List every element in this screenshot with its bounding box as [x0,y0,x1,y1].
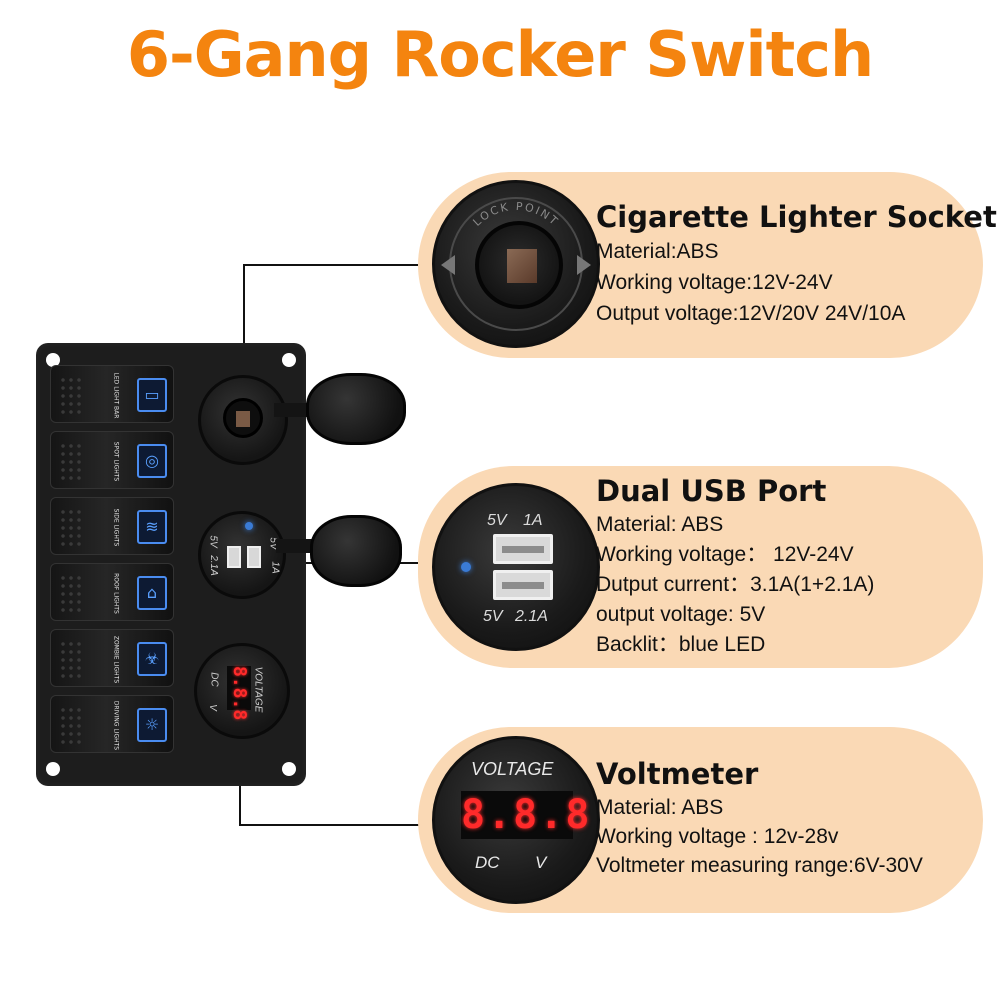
switch-grip [59,442,83,480]
roof-lights-icon: ⌂ [137,576,167,610]
usb-port-top [493,534,553,564]
rocker-switch-led-light-bar[interactable]: LED LIGHT BAR ▭ [50,365,174,423]
zombie-lights-icon: ☣ [137,642,167,676]
panel-usb-slot [247,546,261,568]
lighter-heading: Cigarette Lighter Socket [596,200,997,234]
switch-label: LED LIGHT BAR [112,372,120,418]
switch-grip [59,508,83,546]
spec-line: Working voltage： 12V-24V [596,543,854,566]
switch-label: DRIVING LIGHTS [112,700,120,750]
rocker-switch-side-lights[interactable]: SIDE LIGHTS ≋ [50,497,174,555]
switch-panel: LED LIGHT BAR ▭ SPOT LIGHTS ◎ SIDE LIGHT… [36,343,406,786]
panel-dc-label: DC [208,672,220,687]
side-lights-icon: ≋ [137,510,167,544]
connector-line-lighter-horizontal [243,264,419,266]
lighter-cap-strap [274,403,314,417]
connector-line-volt-horizontal [239,824,419,826]
v-label: V [535,853,547,872]
usb-label: 2.1A [515,608,548,625]
voltmeter-callout: VOLTAGE 8.8.8 DC V Voltmeter Material: A… [418,727,983,913]
left-arrow-icon [441,255,455,275]
right-arrow-icon [577,255,591,275]
socket-contact [507,249,537,283]
lighter-socket-closeup: LOCK POINT [432,180,600,348]
driving-lights-icon: ☼ [137,708,167,742]
lighter-spec-list: Material:ABS Working voltage:12V-24V Out… [596,236,973,329]
panel-usb-label: 2.1A [207,555,219,576]
mount-hole [46,762,60,776]
usb-heading: Dual USB Port [596,474,827,508]
panel-voltage-label: VOLTAGE [252,666,264,713]
switch-label: SIDE LIGHTS [112,508,120,546]
spec-line: Material: ABS [596,513,724,536]
page-title: 6-Gang Rocker Switch [126,18,874,91]
panel-lighter-socket [198,375,288,465]
panel-v-label: V [206,704,218,711]
usb-cap[interactable] [310,515,402,587]
socket-hole [475,221,563,309]
lighter-cap[interactable] [306,373,406,445]
spec-line: Working voltage:12V-24V [596,271,833,294]
led-light-bar-icon: ▭ [137,378,167,412]
spec-line: Voltmeter measuring range:6V-30V [596,854,923,877]
spec-line: Output voltage:12V/20V 24V/10A [596,302,906,325]
spec-line: Material:ABS [596,240,719,263]
spec-line: Working voltage : 12v-28v [596,825,839,848]
spec-line: Dutput current：3.1A(1+2.1A) [596,573,875,596]
panel-socket-contact [236,411,250,427]
rocker-switch-spot-lights[interactable]: SPOT LIGHTS ◎ [50,431,174,489]
spec-line: output voltage: 5V [596,603,766,626]
voltmeter-spec-list: Material: ABS Working voltage : 12v-28v … [596,793,973,880]
voltmeter-heading: Voltmeter [596,757,759,791]
usb-label: 1A [523,512,543,529]
panel-usb-port: 5V 2.1A 5V 1A [198,511,286,599]
mount-hole [282,762,296,776]
voltmeter-display: 8.8.8 [461,791,592,839]
mount-hole [282,353,296,367]
usb-label: 5V [483,608,503,625]
panel-blue-led [245,522,253,530]
spec-line: Backlit：blue LED [596,633,766,656]
rocker-switch-driving-lights[interactable]: DRIVING LIGHTS ☼ [50,695,174,753]
lighter-callout: LOCK POINT Cigarette Lighter Socket Mate… [418,172,997,358]
panel-voltmeter-display: 8.8.8 [227,666,251,721]
switch-grip [59,376,83,414]
spot-lights-icon: ◎ [137,444,167,478]
spec-line: Material: ABS [596,796,724,819]
panel-usb-label: 1A [269,561,281,574]
voltage-label: VOLTAGE [471,759,554,779]
usb-label: 5V [487,512,507,529]
switch-label: SPOT LIGHTS [112,441,120,481]
panel-usb-label: 5V [207,535,219,548]
panel-socket-hole [223,398,263,438]
switch-grip [59,640,83,678]
rocker-switch-roof-lights[interactable]: ROOF LIGHTS ⌂ [50,563,174,621]
connector-line-lighter-vertical [243,264,245,394]
panel-usb-slot [227,546,241,568]
blue-led-indicator [461,562,471,572]
mount-hole [46,353,60,367]
usb-port-bottom [493,570,553,600]
panel-voltmeter: VOLTAGE 8.8.8 DC V [194,643,290,739]
usb-spec-list: Material: ABS Working voltage： 12V-24V D… [596,510,973,660]
switch-label: ROOF LIGHTS [112,572,120,614]
dc-label: DC [475,853,500,872]
switch-label: ZOMBIE LIGHTS [112,635,120,683]
usb-callout: 5V 1A 5V 2.1A Dual USB Port Material: AB… [418,466,983,668]
rocker-switch-zombie-lights[interactable]: ZOMBIE LIGHTS ☣ [50,629,174,687]
usb-cap-strap [276,539,314,553]
voltmeter-closeup: VOLTAGE 8.8.8 DC V [432,736,600,904]
switch-grip [59,574,83,612]
switch-grip [59,706,83,744]
usb-port-closeup: 5V 1A 5V 2.1A [432,483,600,651]
